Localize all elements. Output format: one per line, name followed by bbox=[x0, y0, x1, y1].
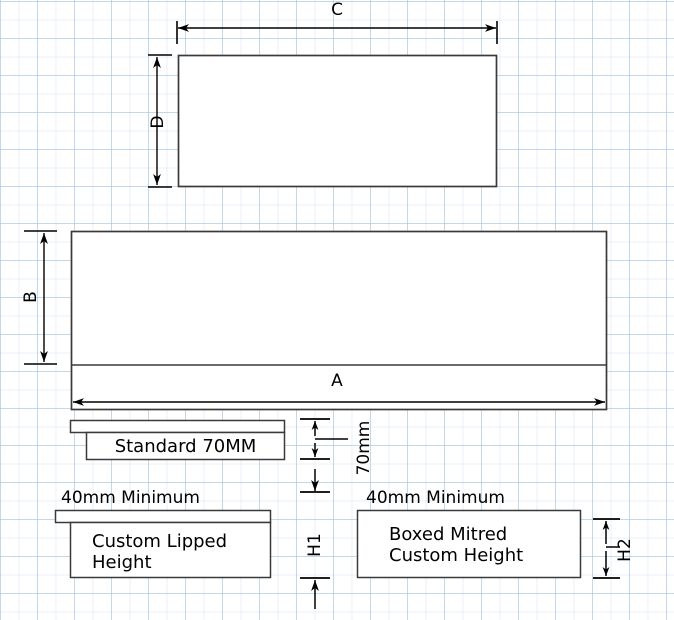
dimension-70mm bbox=[300, 418, 348, 460]
dimension-d bbox=[148, 54, 172, 188]
custom-lipped-height-label: Custom Lipped Height bbox=[92, 531, 267, 573]
dimension-h2 bbox=[593, 518, 620, 579]
dimension-label-a: A bbox=[331, 371, 343, 391]
dimension-label-h2: H2 bbox=[614, 538, 635, 562]
boxed-mitred-line2: Custom Height bbox=[389, 545, 524, 567]
dimension-label-d: D bbox=[147, 115, 168, 129]
dimension-label-70mm: 70mm bbox=[353, 420, 374, 476]
dimension-label-b: B bbox=[20, 291, 41, 303]
boxed-mitred-profile bbox=[356, 509, 582, 579]
boxed-mitred-line1: Boxed Mitred bbox=[389, 524, 508, 545]
boxed-mitred-height-label: Boxed Mitred Custom Height bbox=[389, 524, 579, 566]
forty-mm-minimum-left-label: 40mm Minimum bbox=[61, 488, 200, 508]
dimension-h1 bbox=[300, 469, 330, 609]
main-panel-rect bbox=[70, 230, 608, 411]
top-panel-rect bbox=[177, 54, 498, 188]
dimension-c bbox=[176, 21, 498, 44]
standard-70mm-profile bbox=[69, 419, 286, 461]
dimension-label-c: C bbox=[331, 0, 343, 20]
dimension-label-h1: H1 bbox=[304, 533, 325, 557]
standard-70mm-label: Standard 70MM bbox=[114, 436, 257, 457]
dimension-b bbox=[24, 230, 57, 365]
forty-mm-minimum-right-label: 40mm Minimum bbox=[366, 488, 505, 508]
custom-lipped-profile bbox=[54, 509, 272, 579]
custom-lipped-height-line1: Custom Lipped bbox=[92, 531, 228, 552]
custom-lipped-height-line2: Height bbox=[92, 552, 152, 574]
